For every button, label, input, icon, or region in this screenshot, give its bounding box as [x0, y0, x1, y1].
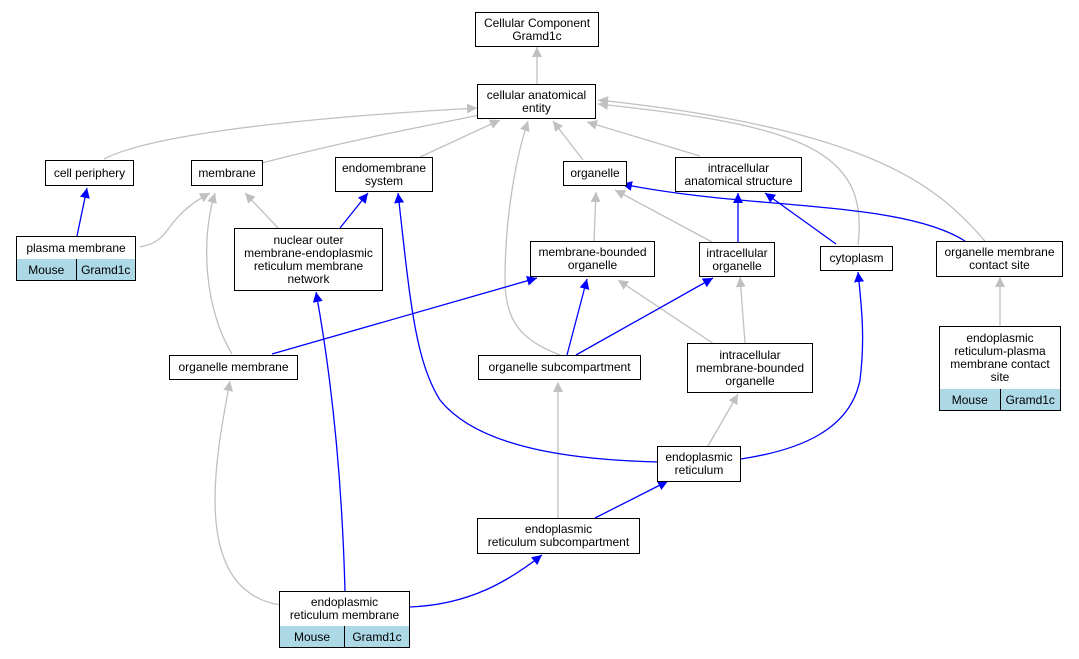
edge-plasma-cellper-blue — [76, 187, 90, 237]
edge-nuclear-membrane — [244, 192, 279, 229]
edge-omcs-cae — [597, 96, 986, 242]
edge-membrane-cae — [261, 110, 491, 164]
node-label-line: membrane contact — [950, 357, 1050, 371]
annotation-gene: Gramd1c — [999, 389, 1060, 410]
annotation-row-er-membrane: Mouse Gramd1c — [279, 626, 410, 648]
node-label-line: endomembrane — [341, 160, 427, 175]
edge-endomem-cae — [419, 119, 501, 158]
edge-er-endomem — [394, 192, 659, 463]
node-cell-periphery[interactable]: cell periphery — [45, 160, 134, 186]
node-endoplasmic-reticulum[interactable]: endoplasmic reticulum — [657, 446, 741, 482]
node-organelle[interactable]: organelle — [563, 161, 627, 186]
edge-orgsub-cae — [504, 120, 561, 356]
node-label-line: reticulum subcompartment — [487, 535, 630, 549]
node-cytoplasm[interactable]: cytoplasm — [820, 246, 893, 271]
annotation-gene: Gramd1c — [75, 259, 135, 280]
node-label-line: cell periphery — [53, 165, 126, 180]
node-label-line: contact site — [969, 258, 1030, 272]
annotation-gene: Gramd1c — [344, 626, 409, 647]
edge-orgsub-introrg — [575, 277, 714, 356]
node-label-line: organelle — [712, 258, 762, 273]
node-label-line: endoplasmic — [524, 522, 593, 536]
edge-omcs-organelle — [621, 181, 966, 242]
node-label-line: membrane-endoplasmic — [244, 245, 373, 260]
node-label-line: membrane-bounded — [538, 245, 647, 259]
edge-ermem-orgmem — [214, 380, 281, 606]
annotation-row-plasma-membrane: Mouse Gramd1c — [16, 259, 136, 281]
annotation-species: Mouse — [17, 259, 76, 280]
node-label-line: intracellular — [706, 245, 768, 260]
node-cellular-anatomical-entity[interactable]: cellular anatomical entity — [477, 84, 596, 119]
edge-imbo-mbo — [617, 279, 715, 345]
node-label-line: endoplasmic — [665, 450, 733, 464]
node-label-line: organelle — [567, 258, 618, 272]
annotation-species: Mouse — [940, 389, 1000, 410]
node-label-line: network — [287, 271, 330, 286]
node-label-line: reticulum — [674, 463, 724, 477]
node-label-line: membrane-bounded — [695, 360, 805, 375]
node-organelle-membrane-contact-site[interactable]: organelle membrane contact site — [936, 241, 1063, 277]
node-er-subcompartment[interactable]: endoplasmic reticulum subcompartment — [477, 518, 640, 554]
edge-imbo-introrg — [735, 276, 746, 344]
node-label-line: anatomical structure — [684, 173, 793, 188]
edge-cytoplasm-intracell — [764, 192, 837, 245]
edge-orgmem-membrane — [206, 192, 233, 355]
node-label-line: organelle — [570, 166, 620, 180]
node-label-line: organelle membrane — [944, 245, 1055, 259]
edge-introrg-organelle — [614, 189, 713, 243]
node-label-line: system — [364, 173, 403, 188]
edge-orgmem-mbo — [271, 275, 538, 355]
node-label-line: reticulum-plasma — [954, 344, 1046, 358]
node-label-line: site — [990, 370, 1010, 384]
edge-intracell-cae — [586, 120, 701, 157]
edge-nuclear-endomem — [339, 192, 369, 229]
node-label-line: cytoplasm — [829, 251, 884, 265]
node-plasma-membrane[interactable]: plasma membrane — [16, 236, 136, 260]
node-nuclear-outer-membrane-er-network[interactable]: nuclear outer membrane-endoplasmic retic… — [234, 228, 383, 291]
edge-plasma-cellper — [139, 192, 211, 248]
node-label-line: organelle — [725, 373, 775, 388]
node-label-line: organelle subcompartment — [488, 360, 631, 374]
edge-ermem-ersub — [408, 554, 543, 608]
node-label-line: Cellular Component — [483, 15, 591, 30]
edge-ermem-nuclear — [312, 291, 346, 592]
node-membrane-bounded-organelle[interactable]: membrane-bounded organelle — [530, 241, 655, 277]
node-organelle-subcompartment[interactable]: organelle subcompartment — [478, 355, 641, 380]
node-cellular-component-root[interactable]: Cellular Component Gramd1c — [475, 12, 599, 47]
node-label-line: plasma membrane — [26, 240, 126, 255]
node-label-line: organelle membrane — [178, 360, 289, 374]
node-intracellular-anatomical-structure[interactable]: intracellular anatomical structure — [675, 157, 802, 192]
edge-organelle-cae — [552, 120, 584, 161]
node-label-line: endoplasmic — [310, 595, 379, 609]
node-label-line: entity — [522, 100, 551, 115]
annotation-species: Mouse — [280, 626, 344, 647]
node-intracellular-membrane-bounded-organelle[interactable]: intracellular membrane-bounded organelle — [687, 343, 813, 393]
node-label-line: intracellular — [707, 160, 770, 175]
annotation-row-er-plasma-membrane-contact-site: Mouse Gramd1c — [939, 389, 1061, 411]
edge-ersub-er — [594, 480, 669, 519]
node-intracellular-organelle[interactable]: intracellular organelle — [699, 242, 775, 277]
node-label-line: endoplasmic — [966, 331, 1034, 345]
edge-mbo-organelle — [590, 191, 601, 242]
node-endomembrane-system[interactable]: endomembrane system — [335, 157, 433, 192]
node-label-line: intracellular — [719, 347, 781, 362]
node-label-line: Gramd1c — [512, 28, 562, 43]
edge-er-imbo — [707, 393, 739, 447]
edge-er-cytoplasm — [740, 271, 865, 460]
node-label-line: nuclear outer — [273, 232, 344, 247]
node-er-membrane[interactable]: endoplasmic reticulum membrane — [279, 591, 410, 627]
node-organelle-membrane[interactable]: organelle membrane — [169, 355, 298, 380]
node-er-plasma-membrane-contact-site[interactable]: endoplasmic reticulum-plasma membrane co… — [939, 326, 1061, 390]
node-label-line: membrane — [198, 165, 256, 180]
edge-cellper-cae — [103, 103, 478, 160]
node-label-line: cellular anatomical — [486, 87, 587, 102]
node-membrane[interactable]: membrane — [191, 160, 263, 186]
edge-cytoplasm-cae — [597, 100, 860, 246]
edge-orgsub-mbo — [566, 278, 590, 356]
node-label-line: reticulum membrane — [289, 608, 400, 622]
node-label-line: reticulum membrane — [253, 258, 364, 273]
